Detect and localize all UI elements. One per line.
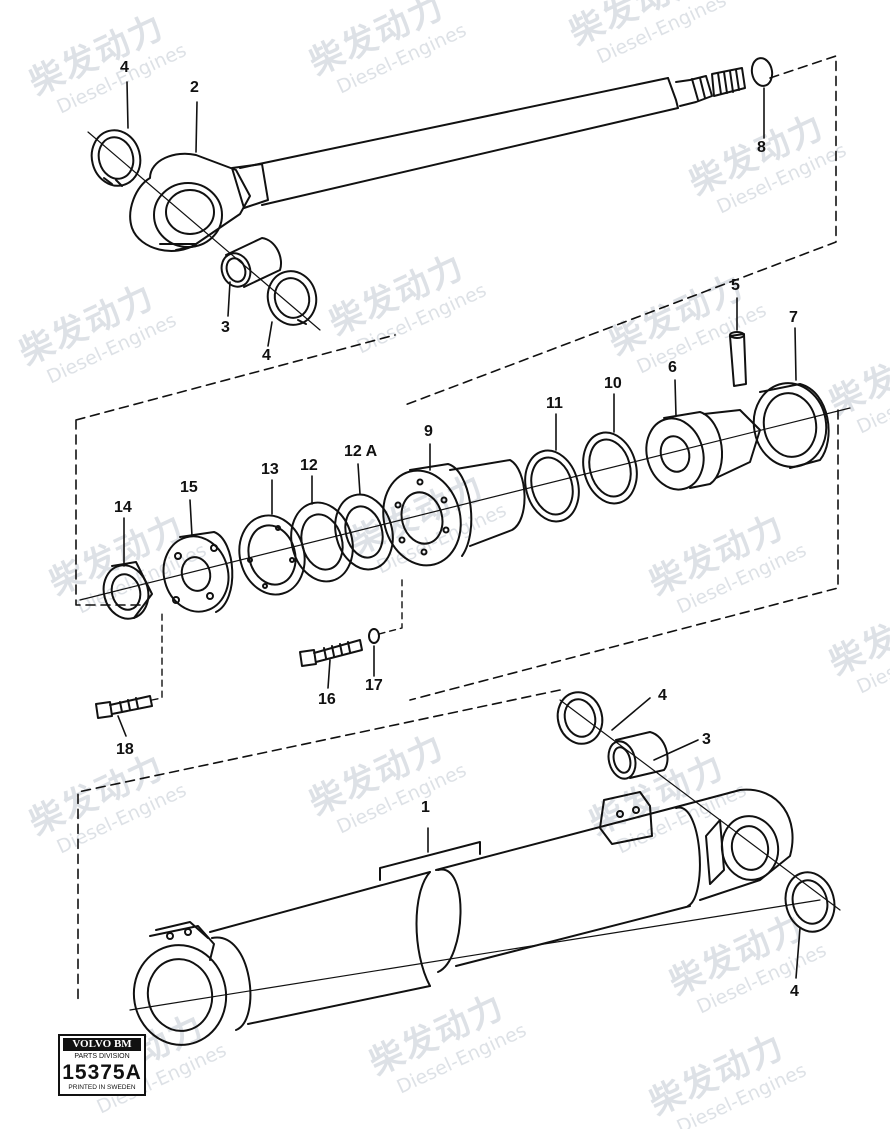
callout-15: 15 [180, 479, 198, 496]
part-17-washer [368, 628, 380, 644]
dashed-frame-top [404, 55, 837, 406]
callout-17: 17 [365, 677, 383, 694]
part-5-pin [729, 333, 747, 387]
part-16-bolt [299, 639, 363, 667]
callout-6: 6 [668, 359, 677, 376]
circlip-top-bottom [266, 270, 318, 326]
callout-12a: 12 A [344, 443, 378, 460]
piston-rod-assembly [87, 55, 837, 406]
part-10-ring [582, 431, 638, 505]
callout-12: 12 [300, 457, 318, 474]
badge-division: PARTS DIVISION [74, 1053, 130, 1060]
callout-7: 7 [789, 309, 798, 326]
leader-lines [117, 81, 801, 979]
part-11-ring [524, 449, 580, 523]
callout-5: 5 [731, 277, 740, 294]
mounting-block [599, 791, 653, 845]
part-15-flange [162, 535, 230, 613]
bushing-top [225, 237, 282, 288]
bushing-bottom [615, 731, 669, 779]
circlip-8 [750, 57, 774, 87]
cylinder-head-bore [132, 944, 228, 1046]
callout-13: 13 [261, 461, 279, 478]
callout-11: 11 [546, 395, 563, 412]
callout-3-bottom: 3 [702, 731, 711, 748]
part-12a-ring [334, 493, 394, 571]
callout-8: 8 [757, 139, 766, 156]
cylinder-tube-assembly [77, 689, 841, 1046]
dashed-frame-bottom [77, 689, 561, 1001]
callout-10: 10 [604, 375, 622, 392]
callout-4-bottom-upper: 4 [658, 687, 667, 704]
circlip-top-left [90, 129, 142, 187]
piston-rod [239, 77, 679, 206]
volvo-bm-badge: VOLVO BM PARTS DIVISION 15375A PRINTED I… [58, 1034, 146, 1096]
part-9-piston [382, 469, 462, 567]
callout-4-top-left: 4 [120, 59, 129, 76]
cylinder-clevis [679, 788, 794, 901]
part-14-seal [102, 564, 150, 620]
callout-14: 14 [114, 499, 132, 516]
callout-4-bottom-lower: 4 [790, 983, 799, 1000]
badge-brand: VOLVO BM [63, 1038, 141, 1051]
callout-2: 2 [190, 79, 199, 96]
cylinder-tube [209, 871, 431, 1025]
callout-4-top-bottom: 4 [262, 347, 271, 364]
circlip-bottom-upper [556, 691, 604, 745]
part-13-ring [238, 514, 306, 596]
callout-1: 1 [421, 799, 430, 816]
rod-eye [129, 152, 251, 252]
circlip-bottom-lower [784, 871, 836, 933]
part-6-nut [645, 417, 705, 491]
splined-end [711, 67, 746, 97]
callout-16: 16 [318, 691, 336, 708]
callout-9: 9 [424, 423, 433, 440]
part-18-bolt [95, 695, 153, 719]
callout-3-top: 3 [221, 319, 230, 336]
cylinder-thread [211, 936, 252, 1031]
badge-printed: PRINTED IN SWEDEN [68, 1084, 136, 1091]
badge-number: 15375A [62, 1061, 142, 1084]
callout-18: 18 [116, 741, 134, 758]
